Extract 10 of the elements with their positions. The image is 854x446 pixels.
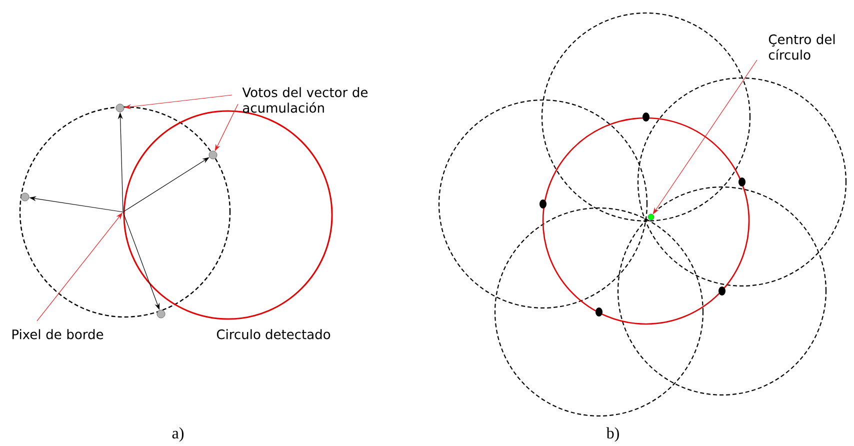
text-label: Circulo detectado (216, 329, 330, 340)
point-dot (116, 104, 124, 112)
point-dot (156, 310, 166, 318)
text-label: b) (606, 427, 619, 442)
point-dot (20, 192, 30, 202)
point-dot (208, 150, 218, 160)
text-label: Votos del vector de acumulación (242, 87, 368, 113)
text-label: Çentro del círculo (768, 34, 835, 60)
text-label: Pixel de borde (12, 329, 104, 340)
text-label: a) (172, 427, 184, 442)
